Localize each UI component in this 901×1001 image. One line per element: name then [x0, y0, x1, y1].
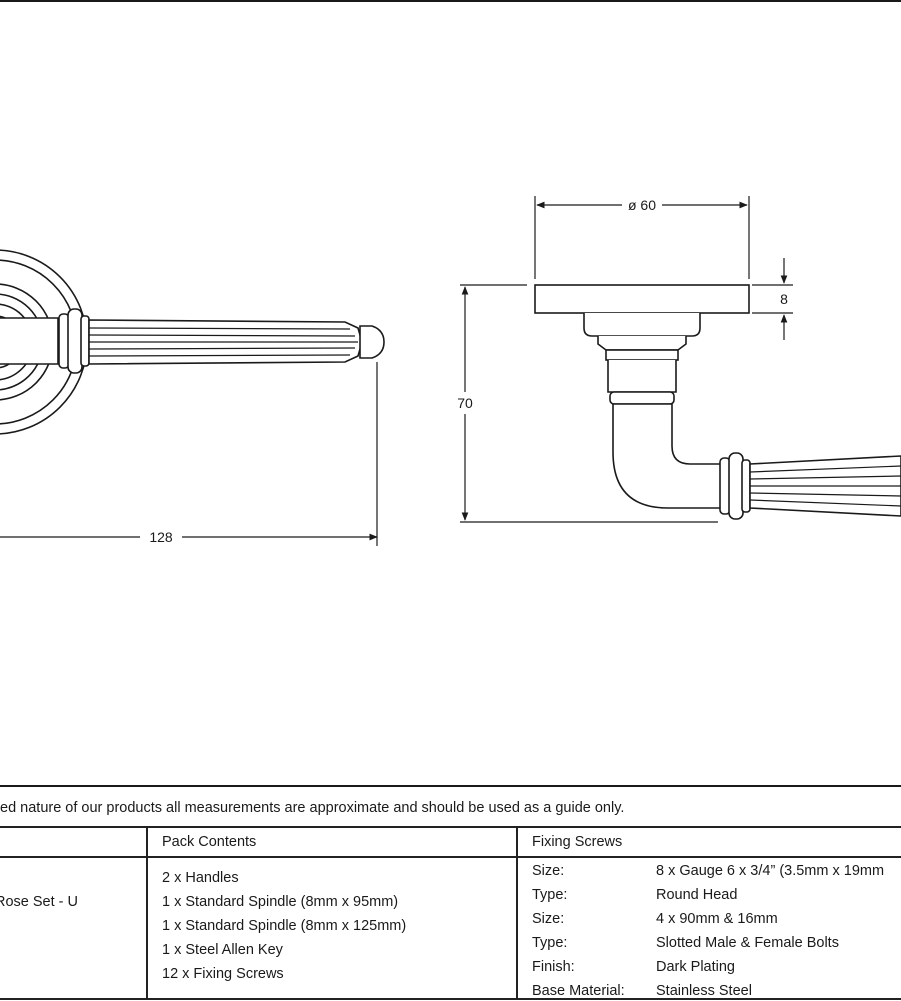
spec-row: Type: Slotted Male & Female Bolts — [532, 931, 901, 955]
disclaimer-note: ed nature of our products all measuremen… — [0, 800, 625, 816]
fixing-screws-column: Fixing Screws Size: 8 x Gauge 6 x 3/4” (… — [516, 828, 901, 998]
front-view-lever — [0, 308, 385, 374]
spec-key: Finish: — [532, 959, 575, 975]
dim-thickness-label: 8 — [780, 291, 788, 307]
pack-item: 1 x Standard Spindle (8mm x 125mm) — [162, 918, 407, 934]
pack-item: 2 x Handles — [162, 870, 239, 886]
spec-row: Size: 4 x 90mm & 16mm — [532, 907, 901, 931]
technical-drawing: 128 ø 60 8 70 — [0, 0, 901, 787]
spec-row: Finish: Dark Plating — [532, 955, 901, 979]
pack-contents-column: Pack Contents 2 x Handles 1 x Standard S… — [146, 828, 518, 998]
pack-item: 1 x Standard Spindle (8mm x 95mm) — [162, 894, 399, 910]
side-view-rose — [534, 284, 750, 405]
spec-key: Size: — [532, 863, 565, 879]
product-column: Rose Set - U — [0, 828, 146, 998]
spec-value: Stainless Steel — [656, 983, 752, 998]
dim-length-label: 128 — [149, 529, 173, 545]
spec-row: Base Material: Stainless Steel — [532, 979, 901, 998]
dim-diameter-label: ø 60 — [628, 197, 656, 213]
spec-row: Size: 8 x Gauge 6 x 3/4” (3.5mm x 19mm — [532, 859, 901, 883]
pack-item: 12 x Fixing Screws — [162, 966, 284, 982]
spec-value: 4 x 90mm & 16mm — [656, 911, 778, 927]
side-view-elbow — [612, 403, 901, 520]
spec-key: Size: — [532, 911, 565, 927]
spec-value: Round Head — [656, 887, 738, 903]
spec-key: Type: — [532, 935, 568, 951]
pack-contents-header: Pack Contents — [148, 828, 518, 858]
dim-height-label: 70 — [457, 395, 473, 411]
spec-value: Dark Plating — [656, 959, 735, 975]
fixing-screws-header: Fixing Screws — [518, 828, 901, 858]
pack-item: 1 x Steel Allen Key — [162, 942, 283, 958]
product-column-header — [0, 828, 146, 858]
product-name: Rose Set - U — [0, 894, 78, 910]
spec-table: Rose Set - U Pack Contents 2 x Handles 1… — [0, 826, 901, 1000]
spec-key: Type: — [532, 887, 568, 903]
dim-length-line — [0, 362, 378, 546]
spec-value: 8 x Gauge 6 x 3/4” (3.5mm x 19mm — [656, 863, 885, 879]
spec-row: Type: Round Head — [532, 883, 901, 907]
spec-value: Slotted Male & Female Bolts — [656, 935, 839, 951]
spec-key: Base Material: — [532, 983, 625, 998]
